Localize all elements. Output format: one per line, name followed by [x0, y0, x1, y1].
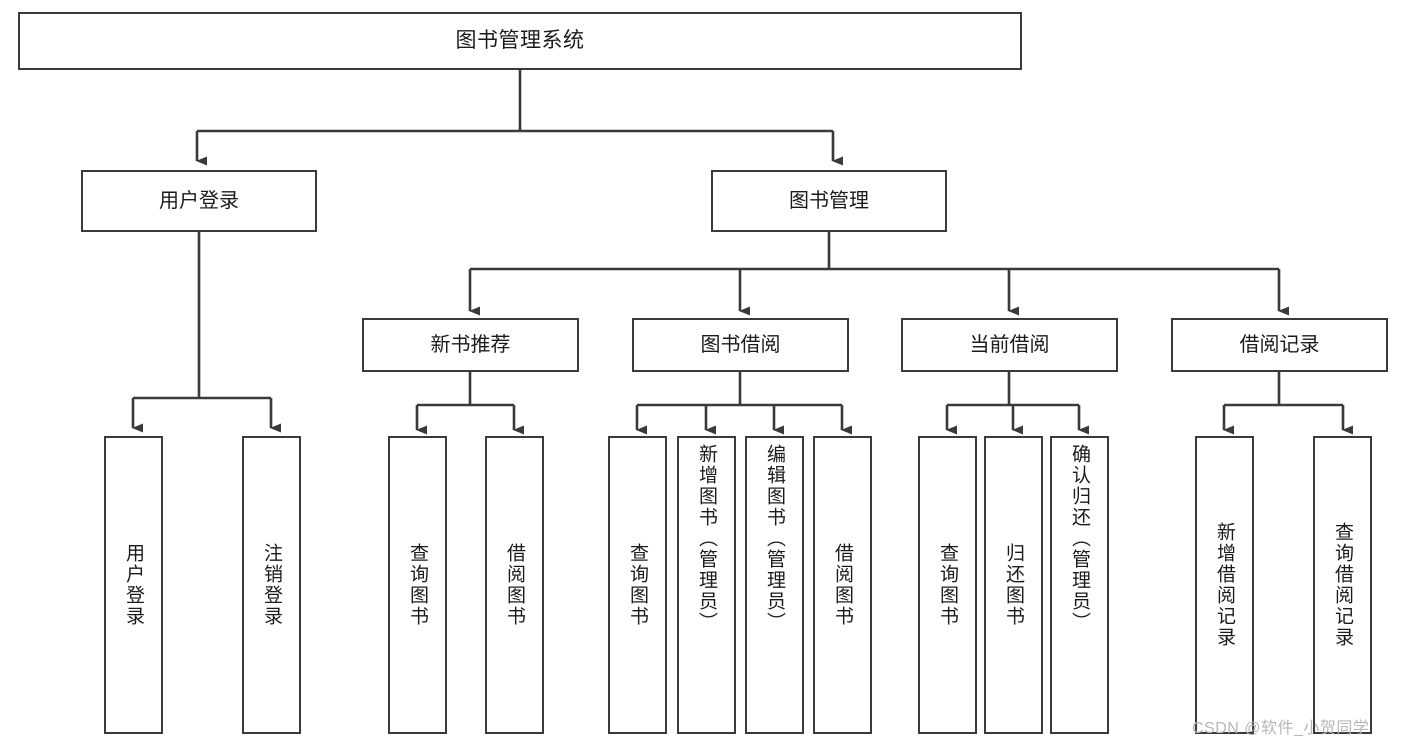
leaf-current-borrow-return-label: 归还图书 — [1003, 543, 1024, 627]
node-user-login[interactable]: 用户登录 — [81, 170, 317, 232]
node-root-system[interactable]: 图书管理系统 — [18, 12, 1022, 70]
leaf-user-login-signin[interactable]: 用户登录 — [104, 436, 163, 734]
leaf-current-borrow-confirm-return-label: 确认归还（管理员） — [1069, 444, 1090, 633]
node-current-borrow-label: 当前借阅 — [969, 333, 1050, 356]
leaf-borrow-record-add-label: 新增借阅记录 — [1214, 522, 1235, 648]
node-book-borrow[interactable]: 图书借阅 — [632, 318, 849, 372]
leaf-current-borrow-return[interactable]: 归还图书 — [984, 436, 1043, 734]
leaf-borrow-record-add[interactable]: 新增借阅记录 — [1195, 436, 1254, 734]
node-new-book-recommend-label: 新书推荐 — [430, 333, 511, 356]
leaf-user-login-signout-label: 注销登录 — [261, 543, 282, 627]
leaf-new-book-query[interactable]: 查询图书 — [388, 436, 447, 734]
leaf-current-borrow-query-label: 查询图书 — [937, 543, 958, 627]
leaf-new-book-borrow-label: 借阅图书 — [504, 543, 525, 627]
leaf-book-borrow-lend-label: 借阅图书 — [832, 543, 853, 627]
leaf-current-borrow-query[interactable]: 查询图书 — [918, 436, 977, 734]
node-borrow-record-label: 借阅记录 — [1239, 333, 1320, 356]
node-new-book-recommend[interactable]: 新书推荐 — [362, 318, 579, 372]
leaf-book-borrow-query[interactable]: 查询图书 — [608, 436, 667, 734]
leaf-book-borrow-edit[interactable]: 编辑图书（管理员） — [745, 436, 804, 734]
leaf-book-borrow-add-label: 新增图书（管理员） — [696, 444, 717, 633]
leaf-book-borrow-edit-label: 编辑图书（管理员） — [764, 444, 785, 633]
node-user-login-label: 用户登录 — [159, 189, 239, 212]
node-borrow-record[interactable]: 借阅记录 — [1171, 318, 1388, 372]
leaf-borrow-record-query[interactable]: 查询借阅记录 — [1313, 436, 1372, 734]
leaf-new-book-query-label: 查询图书 — [407, 543, 428, 627]
node-root-system-label: 图书管理系统 — [455, 29, 585, 53]
leaf-book-borrow-lend[interactable]: 借阅图书 — [813, 436, 872, 734]
node-book-manage-label: 图书管理 — [789, 189, 869, 212]
leaf-user-login-signin-label: 用户登录 — [123, 543, 144, 627]
leaf-book-borrow-query-label: 查询图书 — [627, 543, 648, 627]
node-book-borrow-label: 图书借阅 — [700, 333, 781, 356]
node-current-borrow[interactable]: 当前借阅 — [901, 318, 1118, 372]
node-book-manage[interactable]: 图书管理 — [711, 170, 947, 232]
csdn-watermark: CSDN @软件_小贺同学 — [1192, 720, 1370, 737]
leaf-user-login-signout[interactable]: 注销登录 — [242, 436, 301, 734]
leaf-borrow-record-query-label: 查询借阅记录 — [1332, 522, 1353, 648]
leaf-new-book-borrow[interactable]: 借阅图书 — [485, 436, 544, 734]
leaf-book-borrow-add[interactable]: 新增图书（管理员） — [677, 436, 736, 734]
leaf-current-borrow-confirm-return[interactable]: 确认归还（管理员） — [1050, 436, 1109, 734]
